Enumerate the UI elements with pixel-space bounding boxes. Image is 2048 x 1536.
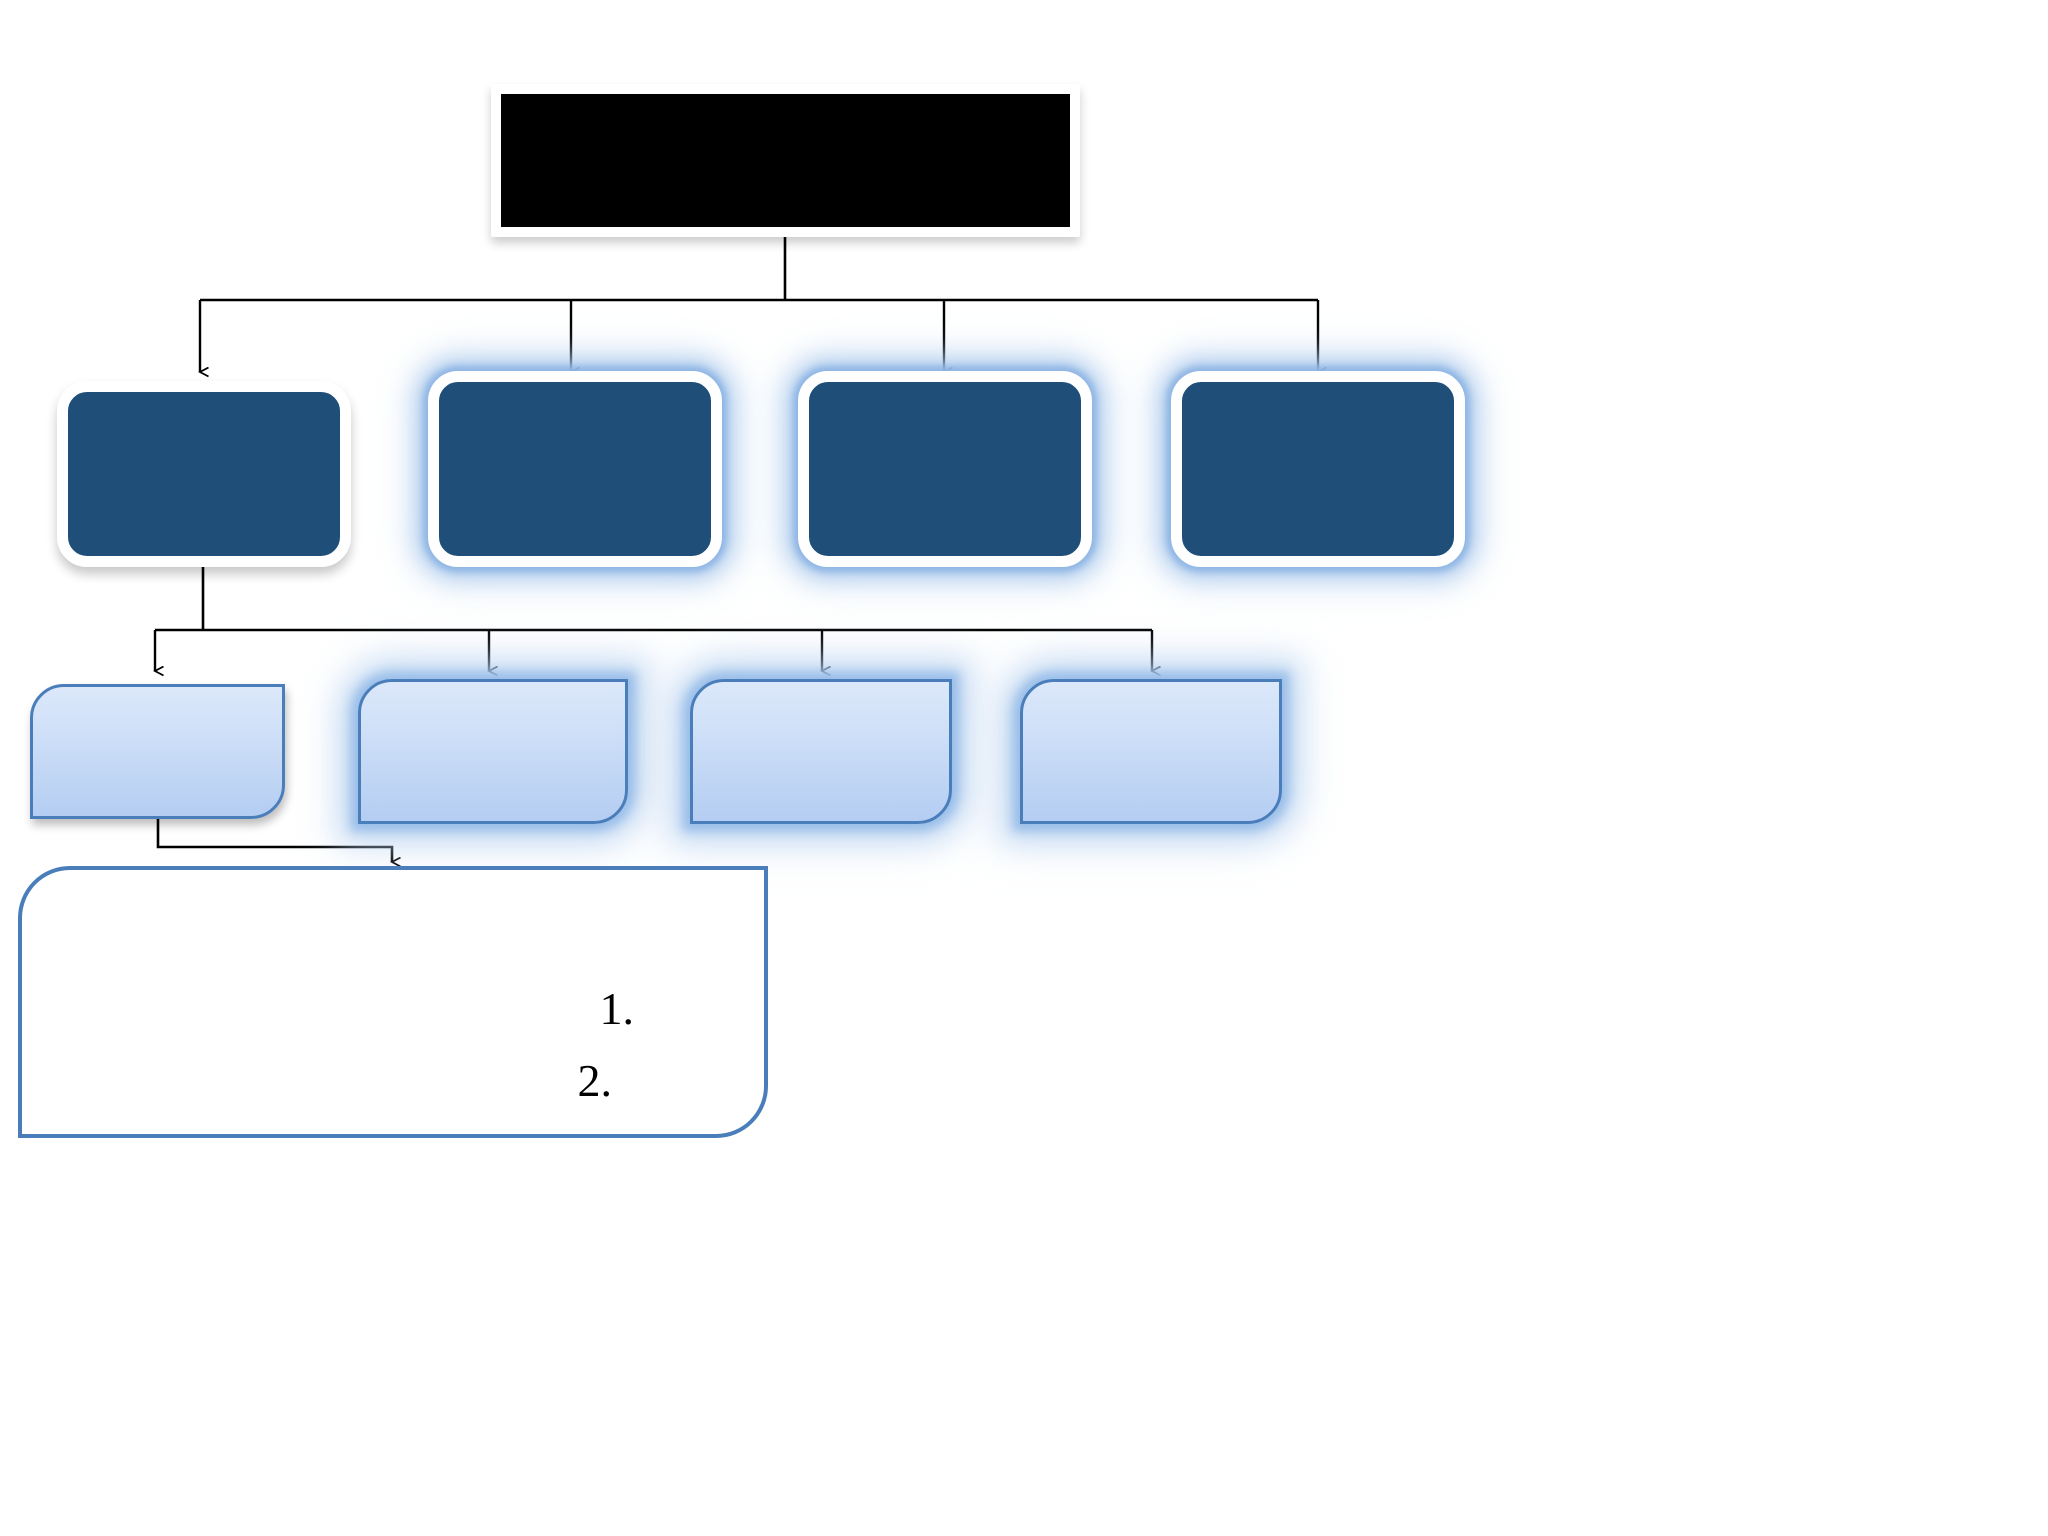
level1-node-3[interactable] — [798, 371, 1092, 567]
level1-node-1[interactable] — [57, 381, 351, 567]
note-list-item-1: .1 — [599, 983, 635, 1035]
root-node[interactable] — [491, 84, 1080, 237]
level1-node-4[interactable] — [1171, 371, 1465, 567]
note-list: .1 .2 — [578, 973, 635, 1116]
note-list-item-2: .2 — [577, 1054, 613, 1106]
note-box[interactable]: .1 .2 — [18, 866, 768, 1138]
connector-level1-to-level2 — [155, 567, 1152, 671]
level2-node-4[interactable] — [1020, 679, 1282, 824]
level2-node-3[interactable] — [690, 679, 952, 824]
level1-node-2[interactable] — [428, 371, 722, 567]
connector-root-to-level1 — [200, 237, 1318, 372]
level2-node-2[interactable] — [358, 679, 628, 824]
level2-node-1[interactable] — [30, 684, 285, 819]
